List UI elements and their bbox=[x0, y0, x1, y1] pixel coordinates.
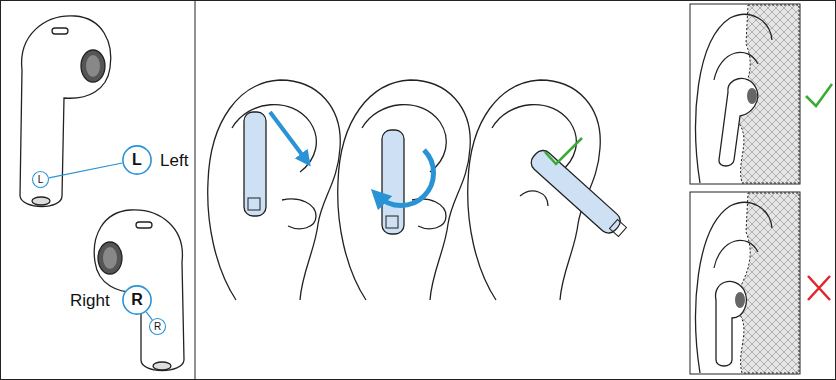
speaker-mesh bbox=[735, 292, 745, 308]
ear-tragus bbox=[282, 199, 316, 229]
detail-frame bbox=[690, 192, 800, 374]
brand-mark bbox=[386, 216, 398, 228]
badge-circle bbox=[123, 146, 151, 174]
side-name: Left bbox=[160, 152, 188, 169]
ear-step-rotate bbox=[338, 80, 471, 300]
brand-mark bbox=[610, 220, 627, 237]
loose-earbud bbox=[716, 281, 747, 366]
speaker-grill bbox=[86, 55, 100, 77]
sensor-slot bbox=[52, 28, 68, 34]
speaker-mesh bbox=[98, 242, 122, 274]
fitted-earbud bbox=[719, 78, 758, 166]
side-badge: R bbox=[122, 285, 152, 315]
side-marker: R bbox=[149, 318, 166, 335]
ear-step-fitted bbox=[468, 80, 627, 300]
check-mark bbox=[545, 138, 582, 164]
rotate-arrow bbox=[378, 150, 434, 206]
ear-outline bbox=[696, 202, 772, 373]
earbud-stem bbox=[244, 112, 266, 216]
badge-circle bbox=[33, 172, 49, 188]
speaker-grill bbox=[103, 247, 117, 269]
charging-tip bbox=[153, 362, 171, 370]
earbud-stem bbox=[527, 147, 623, 237]
charging-tip bbox=[32, 197, 50, 205]
leader-line bbox=[146, 312, 152, 320]
sensor-slot bbox=[136, 222, 152, 228]
side-marker: L bbox=[32, 171, 49, 188]
side-badge: L bbox=[122, 145, 152, 175]
right-earbud bbox=[94, 210, 184, 371]
earbud-body bbox=[20, 16, 111, 207]
ear-inner-fold bbox=[714, 240, 758, 268]
brand-mark bbox=[248, 198, 260, 210]
leader-line bbox=[49, 163, 122, 178]
earbud-stem bbox=[382, 130, 404, 234]
detail-correct bbox=[690, 4, 800, 184]
ear-outline bbox=[338, 80, 471, 300]
ear-step-insert bbox=[208, 80, 341, 300]
ear-outline bbox=[696, 14, 772, 183]
speaker-mesh bbox=[747, 88, 757, 104]
left-earbud bbox=[20, 16, 111, 207]
detail-wrong bbox=[690, 192, 800, 374]
cross-mark bbox=[808, 276, 830, 300]
push-arrow bbox=[270, 112, 306, 160]
panel-divider bbox=[195, 0, 196, 380]
side-letter: R bbox=[131, 292, 143, 308]
side-letter: L bbox=[38, 175, 44, 185]
side-letter: R bbox=[154, 322, 161, 332]
badge-circle bbox=[123, 286, 151, 314]
ear-outline bbox=[208, 80, 341, 300]
ear-canal-section bbox=[736, 193, 799, 373]
side-letter: L bbox=[132, 152, 142, 168]
speaker-mesh bbox=[81, 50, 105, 82]
ear-tragus bbox=[520, 191, 548, 206]
side-name: Right bbox=[70, 292, 110, 309]
earbud-body bbox=[94, 210, 184, 371]
badge-circle bbox=[150, 319, 166, 335]
detail-frame bbox=[690, 4, 800, 184]
ear-inner-fold bbox=[714, 52, 758, 80]
check-mark bbox=[806, 84, 832, 106]
